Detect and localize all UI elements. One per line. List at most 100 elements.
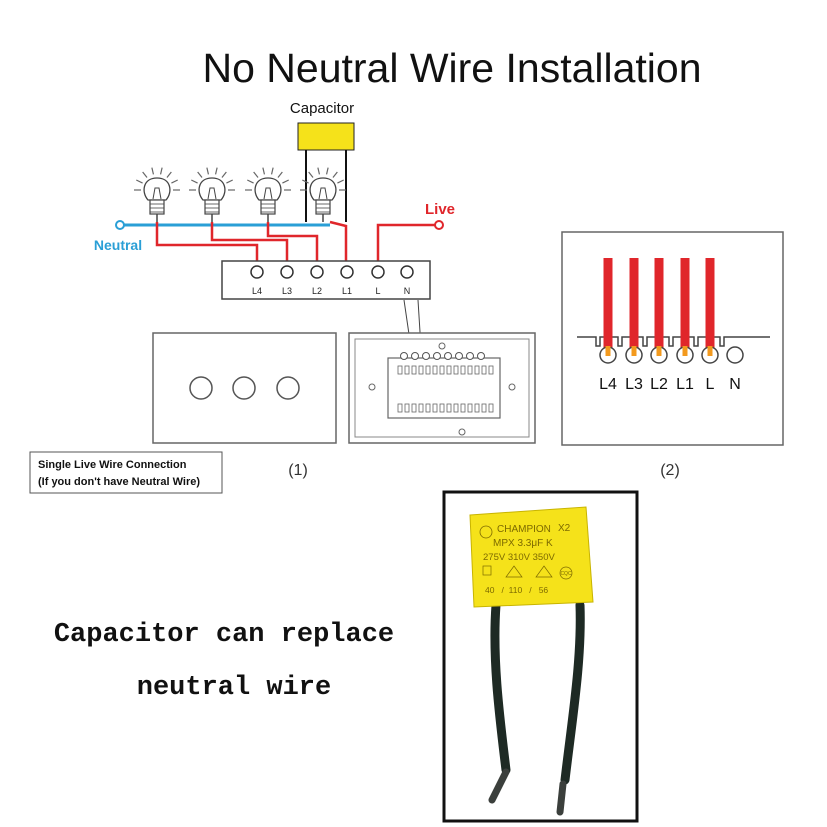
note-box — [29, 451, 223, 494]
bulb-ray — [206, 167, 210, 175]
terminal-label-n: N — [404, 286, 411, 296]
detail-wire-l3 — [629, 258, 639, 350]
bulb-ray — [226, 179, 233, 184]
switch-module — [387, 357, 501, 419]
back-tooth-bottom — [404, 403, 410, 413]
switch-back-teeth — [397, 365, 494, 413]
diagram-title: No Neutral Wire Installation — [202, 45, 701, 91]
capacitor-label: Capacitor — [290, 100, 354, 117]
bulb-ray — [151, 167, 155, 175]
live-terminal — [434, 220, 444, 230]
bulb-1 — [134, 167, 180, 222]
back-tooth-bottom — [425, 403, 431, 413]
back-terminal-screw — [422, 352, 430, 360]
terminal-screw-l — [371, 265, 385, 279]
mount-hole-top — [438, 342, 446, 350]
back-terminal-screw — [400, 352, 408, 360]
bulb-ray — [325, 167, 329, 175]
note-line2: (If you don't have Neutral Wire) — [38, 476, 200, 488]
capacitor-cert-icon-2 — [505, 565, 523, 578]
terminal-label-l3: L3 — [282, 286, 292, 296]
bulb-glass — [143, 177, 171, 201]
bulb-ray — [221, 171, 227, 178]
load-wire-l2 — [266, 222, 319, 270]
back-tooth-top — [439, 365, 445, 375]
capacitor-model: MPX 3.3μF K — [493, 538, 553, 549]
back-tooth-bottom — [418, 403, 424, 413]
back-tooth-bottom — [453, 403, 459, 413]
bulb-filament — [318, 187, 328, 200]
switch-button-2 — [232, 376, 256, 400]
capacitor-cert-icon-1 — [482, 565, 492, 576]
bulb-ray — [136, 179, 143, 184]
terminal-screw-l4 — [250, 265, 264, 279]
bulb-ray — [302, 179, 309, 184]
bulb-ray — [253, 171, 259, 178]
live-wire — [376, 223, 436, 270]
load-wire-l4 — [155, 222, 259, 270]
bulb-2 — [189, 167, 235, 222]
switch-back-inner — [354, 338, 530, 438]
back-terminal-screw — [466, 352, 474, 360]
back-tooth-bottom — [481, 403, 487, 413]
back-tooth-bottom — [411, 403, 417, 413]
back-tooth-top — [446, 365, 452, 375]
bulb-ray — [159, 167, 163, 175]
detail-label-l3: L3 — [625, 376, 643, 393]
capacitor-codes: 40 / 110 / 56 — [485, 585, 548, 595]
back-tooth-bottom — [432, 403, 438, 413]
capacitor-wire-right — [560, 600, 585, 785]
capacitor-symbol — [297, 122, 355, 151]
bulb-ray — [337, 179, 344, 184]
bulb-ray — [214, 167, 218, 175]
capacitor-cert-icon-3 — [535, 565, 553, 578]
detail-label-l2: L2 — [650, 376, 668, 393]
capacitor-body — [469, 506, 594, 608]
capacitor-logo-icon — [479, 525, 493, 539]
terminal-screw-l2 — [310, 265, 324, 279]
mount-hole-left — [368, 383, 376, 391]
detail-wire-core — [707, 346, 713, 356]
detail-label-l1: L1 — [676, 376, 694, 393]
back-tooth-top — [418, 365, 424, 375]
bulb-filament — [263, 187, 273, 200]
detail-label-l: L — [706, 376, 715, 393]
bulb-glass — [254, 177, 282, 201]
back-tooth-bottom — [460, 403, 466, 413]
bulb-ray — [262, 167, 266, 175]
back-tooth-top — [460, 365, 466, 375]
detail-wire-l2 — [654, 258, 664, 350]
bulb-glass — [198, 177, 226, 201]
detail-wire-l1 — [680, 258, 690, 350]
terminal-label-l1: L1 — [342, 286, 352, 296]
back-terminal-screw — [411, 352, 419, 360]
switch-button-1 — [189, 376, 213, 400]
back-terminal-screw — [444, 352, 452, 360]
bulb-ray — [332, 171, 338, 178]
capacitor-cert-icon-4 — [559, 566, 573, 580]
capacitor-wire-tip-right — [556, 780, 567, 816]
terminal-screw-l3 — [280, 265, 294, 279]
neutral-label: Neutral — [94, 237, 142, 253]
capacitor-brand: CHAMPION — [497, 524, 551, 535]
back-tooth-top — [397, 365, 403, 375]
detail-wire-l — [705, 258, 715, 350]
back-tooth-top — [474, 365, 480, 375]
bulb-3 — [245, 167, 291, 222]
bulb-filament — [152, 187, 162, 200]
bulb-4 — [300, 167, 346, 222]
terminal-screw-l1 — [340, 265, 354, 279]
back-tooth-top — [453, 365, 459, 375]
back-tooth-bottom — [488, 403, 494, 413]
bulb-ray — [247, 179, 254, 184]
detail-wire-core — [631, 346, 637, 356]
back-tooth-top — [481, 365, 487, 375]
caption-line2: neutral wire — [137, 673, 331, 703]
back-tooth-bottom — [439, 403, 445, 413]
load-wire-l3 — [210, 222, 289, 270]
capacitor-class: X2 — [558, 523, 571, 534]
bulb-ray — [308, 171, 314, 178]
